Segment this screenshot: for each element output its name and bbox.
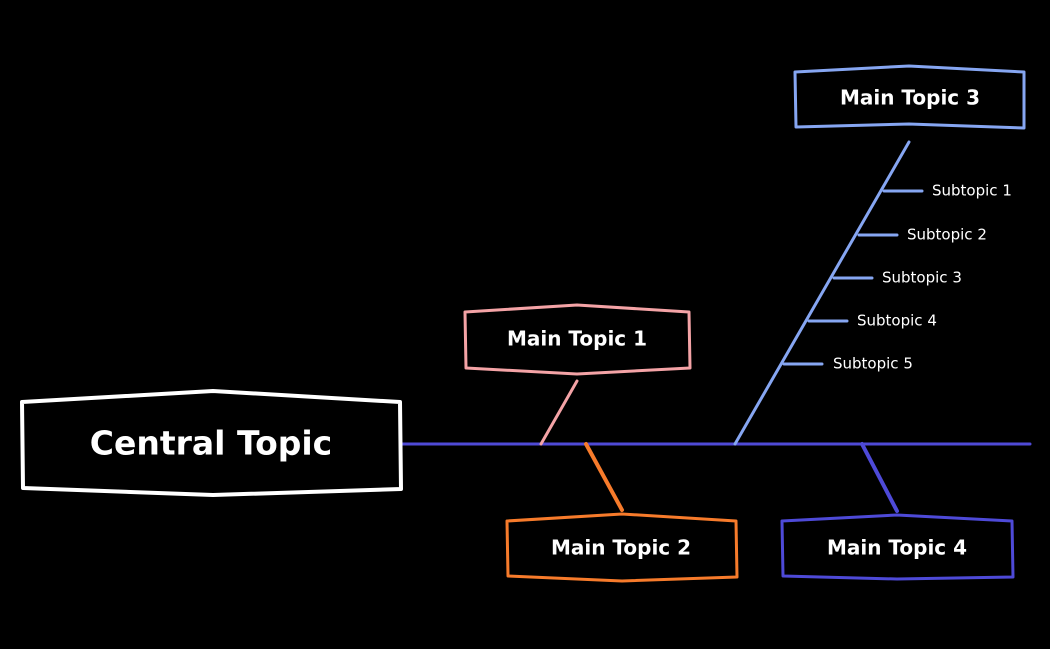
subtopic-branches xyxy=(782,189,924,366)
subtopic-3-label[interactable]: Subtopic 3 xyxy=(882,269,962,287)
main-topic-3-node[interactable]: Main Topic 3 xyxy=(793,64,1026,130)
central-topic-box xyxy=(20,389,403,497)
main-topic-1-node[interactable]: Main Topic 1 xyxy=(463,303,692,376)
subtopic-5-label[interactable]: Subtopic 5 xyxy=(833,355,913,373)
subtopic-2-label[interactable]: Subtopic 2 xyxy=(907,226,987,244)
subtopic-1-label[interactable]: Subtopic 1 xyxy=(932,182,1012,200)
central-topic-node[interactable]: Central Topic xyxy=(20,389,403,497)
main-topic-1-label: Main Topic 1 xyxy=(507,327,647,351)
central-topic-label: Central Topic xyxy=(90,424,333,463)
main-topic-4-node[interactable]: Main Topic 4 xyxy=(780,513,1015,581)
main-topic-1-bone xyxy=(539,379,579,446)
main-topic-2-label: Main Topic 2 xyxy=(551,536,691,560)
main-topic-1-box xyxy=(463,303,692,376)
subtopic-4-label[interactable]: Subtopic 4 xyxy=(857,312,937,330)
main-topic-3-box xyxy=(793,64,1026,130)
main-topic-3-label: Main Topic 3 xyxy=(840,86,980,110)
main-topic-4-box xyxy=(780,513,1015,581)
main-topic-2-node[interactable]: Main Topic 2 xyxy=(505,512,739,583)
main-topic-2-box xyxy=(505,512,739,583)
main-topic-4-bone xyxy=(860,442,899,513)
main-topic-2-bone xyxy=(584,442,624,512)
main-topic-3-bone xyxy=(733,140,911,446)
main-topic-4-label: Main Topic 4 xyxy=(827,536,967,560)
